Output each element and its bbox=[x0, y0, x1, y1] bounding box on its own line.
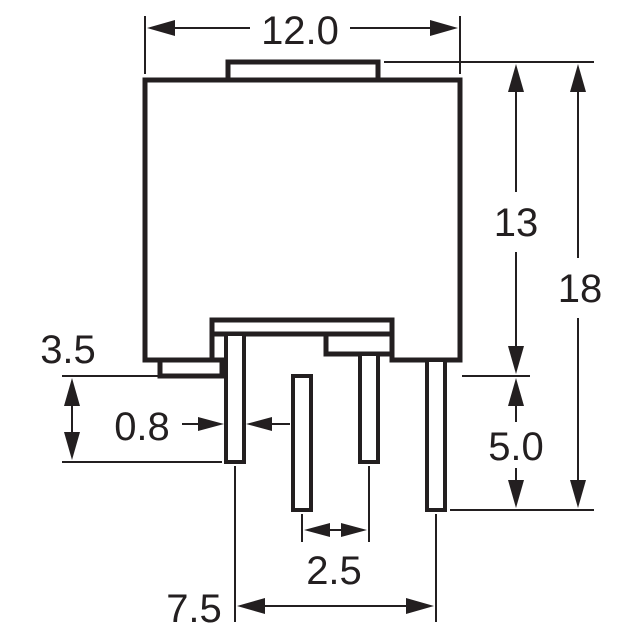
arrowhead-right bbox=[406, 598, 434, 614]
label-lead-length: 5.0 bbox=[488, 425, 544, 469]
arrowhead-up bbox=[570, 64, 586, 92]
leads bbox=[224, 332, 447, 512]
dimension-total-height: 18 bbox=[558, 64, 603, 508]
label-inner-pitch: 2.5 bbox=[306, 549, 362, 593]
arrowhead-up bbox=[508, 378, 524, 406]
arrowhead-down bbox=[508, 346, 524, 374]
component-body bbox=[142, 59, 463, 379]
label-lead-width: 0.8 bbox=[114, 405, 170, 449]
lead-3 bbox=[358, 352, 380, 464]
base-inner-block bbox=[323, 331, 395, 357]
top-tab bbox=[225, 59, 381, 83]
arrowhead-up bbox=[508, 64, 524, 92]
dimension-body-width: 12.0 bbox=[147, 9, 458, 53]
label-body-width: 12.0 bbox=[261, 9, 339, 53]
arrowhead-up bbox=[64, 378, 80, 406]
lead-1 bbox=[224, 332, 246, 464]
dimension-lead-length: 5.0 bbox=[488, 378, 544, 508]
arrowhead-down bbox=[570, 480, 586, 508]
arrowhead-right bbox=[198, 417, 224, 431]
label-lead-standoff: 3.5 bbox=[40, 328, 96, 372]
dimension-lead-standoff: 3.5 bbox=[40, 328, 96, 460]
arrowhead-right bbox=[430, 20, 458, 36]
base-plate bbox=[209, 317, 395, 337]
dimension-inner-pitch: 2.5 bbox=[304, 523, 367, 593]
arrowhead-left bbox=[237, 598, 265, 614]
arrowhead-right bbox=[341, 523, 367, 537]
lead-2 bbox=[291, 374, 313, 512]
dimension-body-height: 13 bbox=[494, 64, 539, 374]
extension-lines bbox=[62, 16, 594, 622]
lead-4 bbox=[425, 358, 447, 512]
label-body-height: 13 bbox=[494, 201, 539, 245]
arrowhead-down bbox=[64, 432, 80, 460]
dimension-lead-width: 0.8 bbox=[114, 405, 290, 449]
arrowhead-left bbox=[304, 523, 330, 537]
arrowhead-left bbox=[246, 417, 272, 431]
dimension-outer-pitch: 7.5 bbox=[166, 587, 434, 631]
label-total-height: 18 bbox=[558, 267, 603, 311]
arrowhead-left bbox=[147, 20, 175, 36]
arrowhead-down bbox=[508, 480, 524, 508]
label-outer-pitch: 7.5 bbox=[166, 587, 222, 631]
standoff-left bbox=[157, 357, 225, 379]
